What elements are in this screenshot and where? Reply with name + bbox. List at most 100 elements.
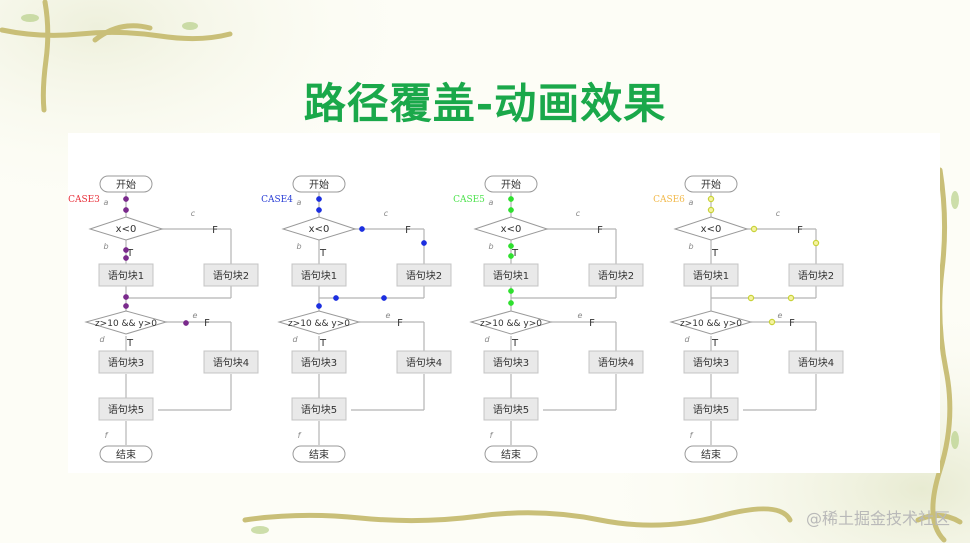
start-node <box>292 175 346 193</box>
decision-label: x<0 <box>701 224 722 235</box>
false-label: F <box>589 318 595 329</box>
path-dot <box>381 295 387 301</box>
edge-letter-a: a <box>489 198 494 207</box>
false-label: F <box>789 318 795 329</box>
edge-letter-f: f <box>105 431 109 440</box>
path-dot <box>316 303 322 309</box>
case-label: CASE3 <box>68 195 100 205</box>
block-1 <box>291 263 347 287</box>
block-1-label: 语句块1 <box>493 269 529 282</box>
edge-letter-c: c <box>776 209 781 218</box>
edge-letter-a: a <box>104 198 109 207</box>
edge-letter-a: a <box>297 198 302 207</box>
false-label: F <box>797 225 803 236</box>
block-3-label: 语句块3 <box>301 356 337 369</box>
edge-letter-b: b <box>488 242 493 251</box>
edge-letter-a: a <box>689 198 694 207</box>
edge-letter-e: e <box>193 311 198 320</box>
decision-label: x<0 <box>501 224 522 235</box>
block-3 <box>291 350 347 374</box>
decision-label: z>10 && y>0 <box>288 319 350 329</box>
block-2 <box>396 263 452 287</box>
path-dot <box>183 320 189 326</box>
path-dot <box>421 240 427 246</box>
block-1 <box>483 263 539 287</box>
edge-letter-e: e <box>386 311 391 320</box>
true-label: T <box>711 338 719 349</box>
decision-z-y <box>469 310 553 335</box>
start-label: 开始 <box>701 178 721 191</box>
end-label: 结束 <box>701 448 721 461</box>
block-3-label: 语句块3 <box>108 356 144 369</box>
block-5 <box>683 397 739 421</box>
decision-x-lt-0 <box>473 216 549 241</box>
edge-letter-b: b <box>688 242 693 251</box>
block-2-label: 语句块2 <box>213 269 249 282</box>
end-label: 结束 <box>501 448 521 461</box>
edge-letter-d: d <box>99 335 105 344</box>
block-3 <box>683 350 739 374</box>
path-dot <box>123 207 129 213</box>
block-4 <box>396 350 452 374</box>
block-5-label: 语句块5 <box>108 403 144 416</box>
block-4-label: 语句块4 <box>213 356 249 369</box>
path-dot <box>123 294 129 300</box>
end-label: 结束 <box>116 448 136 461</box>
block-2-label: 语句块2 <box>406 269 442 282</box>
path-dot <box>508 207 514 213</box>
block-2-label: 语句块2 <box>598 269 634 282</box>
path-dot <box>123 303 129 309</box>
edge-letter-b: b <box>296 242 301 251</box>
true-label: T <box>511 248 519 259</box>
edge-letter-d: d <box>484 335 490 344</box>
true-label: T <box>711 248 719 259</box>
block-4 <box>788 350 844 374</box>
true-label: T <box>126 338 134 349</box>
block-1-label: 语句块1 <box>108 269 144 282</box>
edge-letter-f: f <box>690 431 694 440</box>
end-node <box>99 445 153 463</box>
block-2-label: 语句块2 <box>798 269 834 282</box>
block-5-label: 语句块5 <box>493 403 529 416</box>
edge-letter-c: c <box>576 209 581 218</box>
block-1-label: 语句块1 <box>693 269 729 282</box>
true-label: T <box>126 248 134 259</box>
path-dot <box>316 207 322 213</box>
false-label: F <box>397 318 403 329</box>
end-node <box>484 445 538 463</box>
false-label: F <box>204 318 210 329</box>
decision-label: z>10 && y>0 <box>680 319 742 329</box>
true-label: T <box>319 338 327 349</box>
block-4-label: 语句块4 <box>798 356 834 369</box>
path-dot <box>508 300 514 306</box>
decision-label: x<0 <box>309 224 330 235</box>
start-label: 开始 <box>501 178 521 191</box>
block-4 <box>588 350 644 374</box>
edge-letter-f: f <box>490 431 494 440</box>
true-label: T <box>319 248 327 259</box>
block-5-label: 语句块5 <box>693 403 729 416</box>
block-5 <box>291 397 347 421</box>
block-5 <box>98 397 154 421</box>
block-1 <box>683 263 739 287</box>
decision-label: x<0 <box>116 224 137 235</box>
block-3-label: 语句块3 <box>493 356 529 369</box>
path-dot <box>508 243 514 249</box>
block-1-label: 语句块1 <box>301 269 337 282</box>
edge-letter-e: e <box>578 311 583 320</box>
path-dot <box>508 288 514 294</box>
false-label: F <box>212 225 218 236</box>
edge-letter-f: f <box>298 431 302 440</box>
block-5 <box>483 397 539 421</box>
edge-letter-c: c <box>384 209 389 218</box>
watermark: @稀土掘金技术社区 <box>805 509 950 528</box>
case-label: CASE6 <box>653 195 685 205</box>
path-dot <box>812 239 820 247</box>
path-dot <box>787 294 795 302</box>
path-dot <box>768 318 776 326</box>
path-dot <box>123 196 129 202</box>
edge-letter-b: b <box>103 242 108 251</box>
path-dot <box>707 195 715 203</box>
